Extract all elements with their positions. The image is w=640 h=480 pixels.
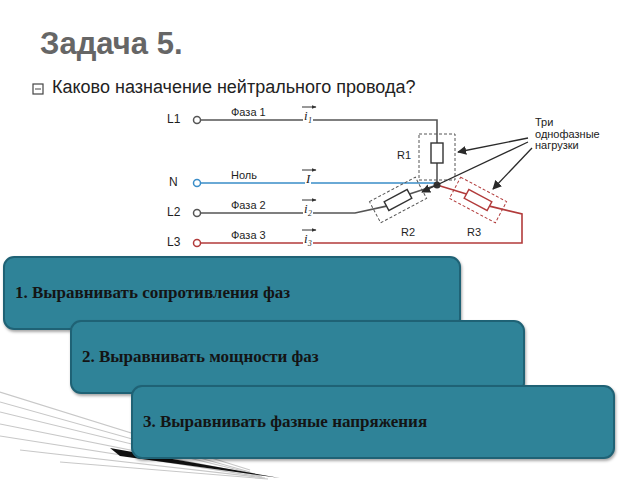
wire-l2 [201,206,387,213]
phase-label: Фаза 3 [230,229,267,241]
line-name: L2 [166,206,181,219]
resistor-label: R1 [396,149,412,161]
phase-label: Фаза 1 [230,106,267,118]
load-note: Три однофазные нагрузки [534,117,614,152]
question-text: Каково назначение нейтрального провода? [52,78,415,98]
terminal [194,117,201,247]
current-label: i₁ [303,109,313,123]
load-box [419,134,455,180]
bullet-symbol [33,84,43,94]
resistor-symbol [464,189,492,210]
answer-text: 3. Выравнивать фазные напряжения [133,412,427,432]
current-arrow [302,107,316,230]
load-box [369,177,426,223]
current-label: i₂ [303,202,313,216]
line-name: N [168,176,179,189]
resistor-label: R2 [400,226,416,238]
answer-text: 2. Выравнивать мощности фаз [72,347,319,367]
line-name: L3 [166,236,181,249]
line-name: L1 [166,113,181,126]
slide-title: Задача 5. [40,26,183,62]
resistor-symbol [431,143,443,163]
wire-l1 [201,120,437,143]
answer-box: 1. Выравнивать сопротивления фаз [3,256,461,330]
resistor-label: R3 [466,226,482,238]
answer-box: 3. Выравнивать фазные напряжения [131,385,615,459]
bullet-symbol [35,89,41,90]
leader-arrow [422,138,532,192]
answer-text: 1. Выравнивать сопротивления фаз [5,283,290,303]
phase-label: Ноль [230,169,258,181]
wire-r3 [437,185,467,194]
phase-label: Фаза 2 [230,199,267,211]
current-label: i₃ [303,232,313,246]
answer-box: 2. Выравнивать мощности фаз [70,320,525,394]
current-label: I [305,172,311,186]
resistor-symbol [384,189,412,210]
